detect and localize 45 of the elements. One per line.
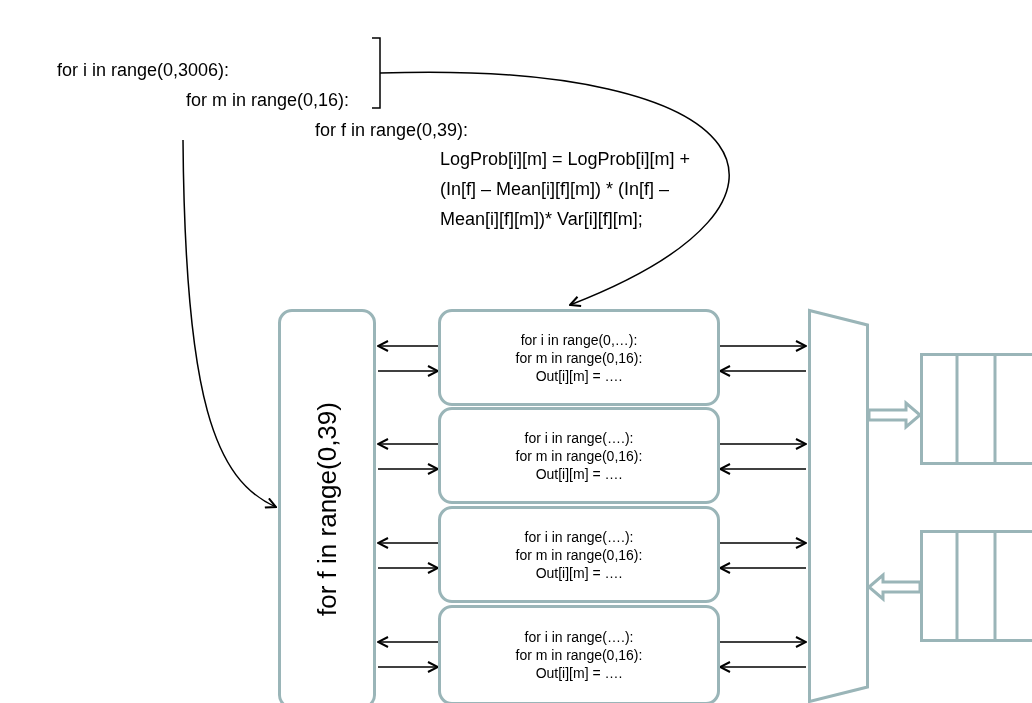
process-box xyxy=(438,506,720,603)
arrow xyxy=(719,463,807,475)
process-box xyxy=(438,605,720,703)
code-line: Out[i][m] = …. xyxy=(535,664,623,682)
arrow xyxy=(377,661,439,673)
code-line: for i in range(0,3006): xyxy=(57,60,230,81)
loop-box xyxy=(278,309,376,703)
process-box xyxy=(438,309,720,406)
arrow xyxy=(377,463,439,475)
arrow xyxy=(719,365,807,377)
arrow xyxy=(182,139,277,508)
process-box xyxy=(438,407,720,504)
code-line: for i in range(0,…): xyxy=(520,330,638,349)
multiplexer-shape xyxy=(808,309,869,703)
arrow xyxy=(719,661,807,673)
arrow xyxy=(719,340,807,352)
code-line: for m in range(0,16): xyxy=(515,545,643,564)
block-arrow xyxy=(866,571,922,603)
arrow xyxy=(719,636,807,648)
arrow xyxy=(377,340,439,352)
arrow xyxy=(377,636,439,648)
code-line: for i in range(….): xyxy=(524,428,634,447)
arrow xyxy=(379,72,730,307)
loop-label: for f in range(0,39) xyxy=(312,402,342,616)
arrow xyxy=(377,537,439,549)
block-arrow xyxy=(867,399,923,431)
buffer-shape xyxy=(920,353,1032,465)
code-line: Out[i][m] = …. xyxy=(535,563,623,582)
code-line: for i in range(….): xyxy=(524,628,634,646)
code-line: for m in range(0,16): xyxy=(186,90,350,111)
code-line: Out[i][m] = …. xyxy=(535,464,623,483)
arrow xyxy=(719,438,807,450)
code-line: LogProb[i][m] = LogProb[i][m] + (In[f] – Mean[i][f][m]) * (In[f] – Mean[i][f][m])* Var[i][f][m]; xyxy=(440,148,692,231)
code-line: for i in range(….): xyxy=(524,527,634,546)
arrow xyxy=(377,365,439,377)
code-line: for m in range(0,16): xyxy=(515,348,643,367)
code-line: for m in range(0,16): xyxy=(515,646,643,664)
arrow xyxy=(377,438,439,450)
code-line: Out[i][m] = …. xyxy=(535,366,623,385)
arrow xyxy=(377,562,439,574)
buffer-shape xyxy=(920,530,1032,642)
arrow xyxy=(719,537,807,549)
code-line: for m in range(0,16): xyxy=(515,446,643,465)
arrow xyxy=(719,562,807,574)
code-line: for f in range(0,39): xyxy=(315,120,469,141)
